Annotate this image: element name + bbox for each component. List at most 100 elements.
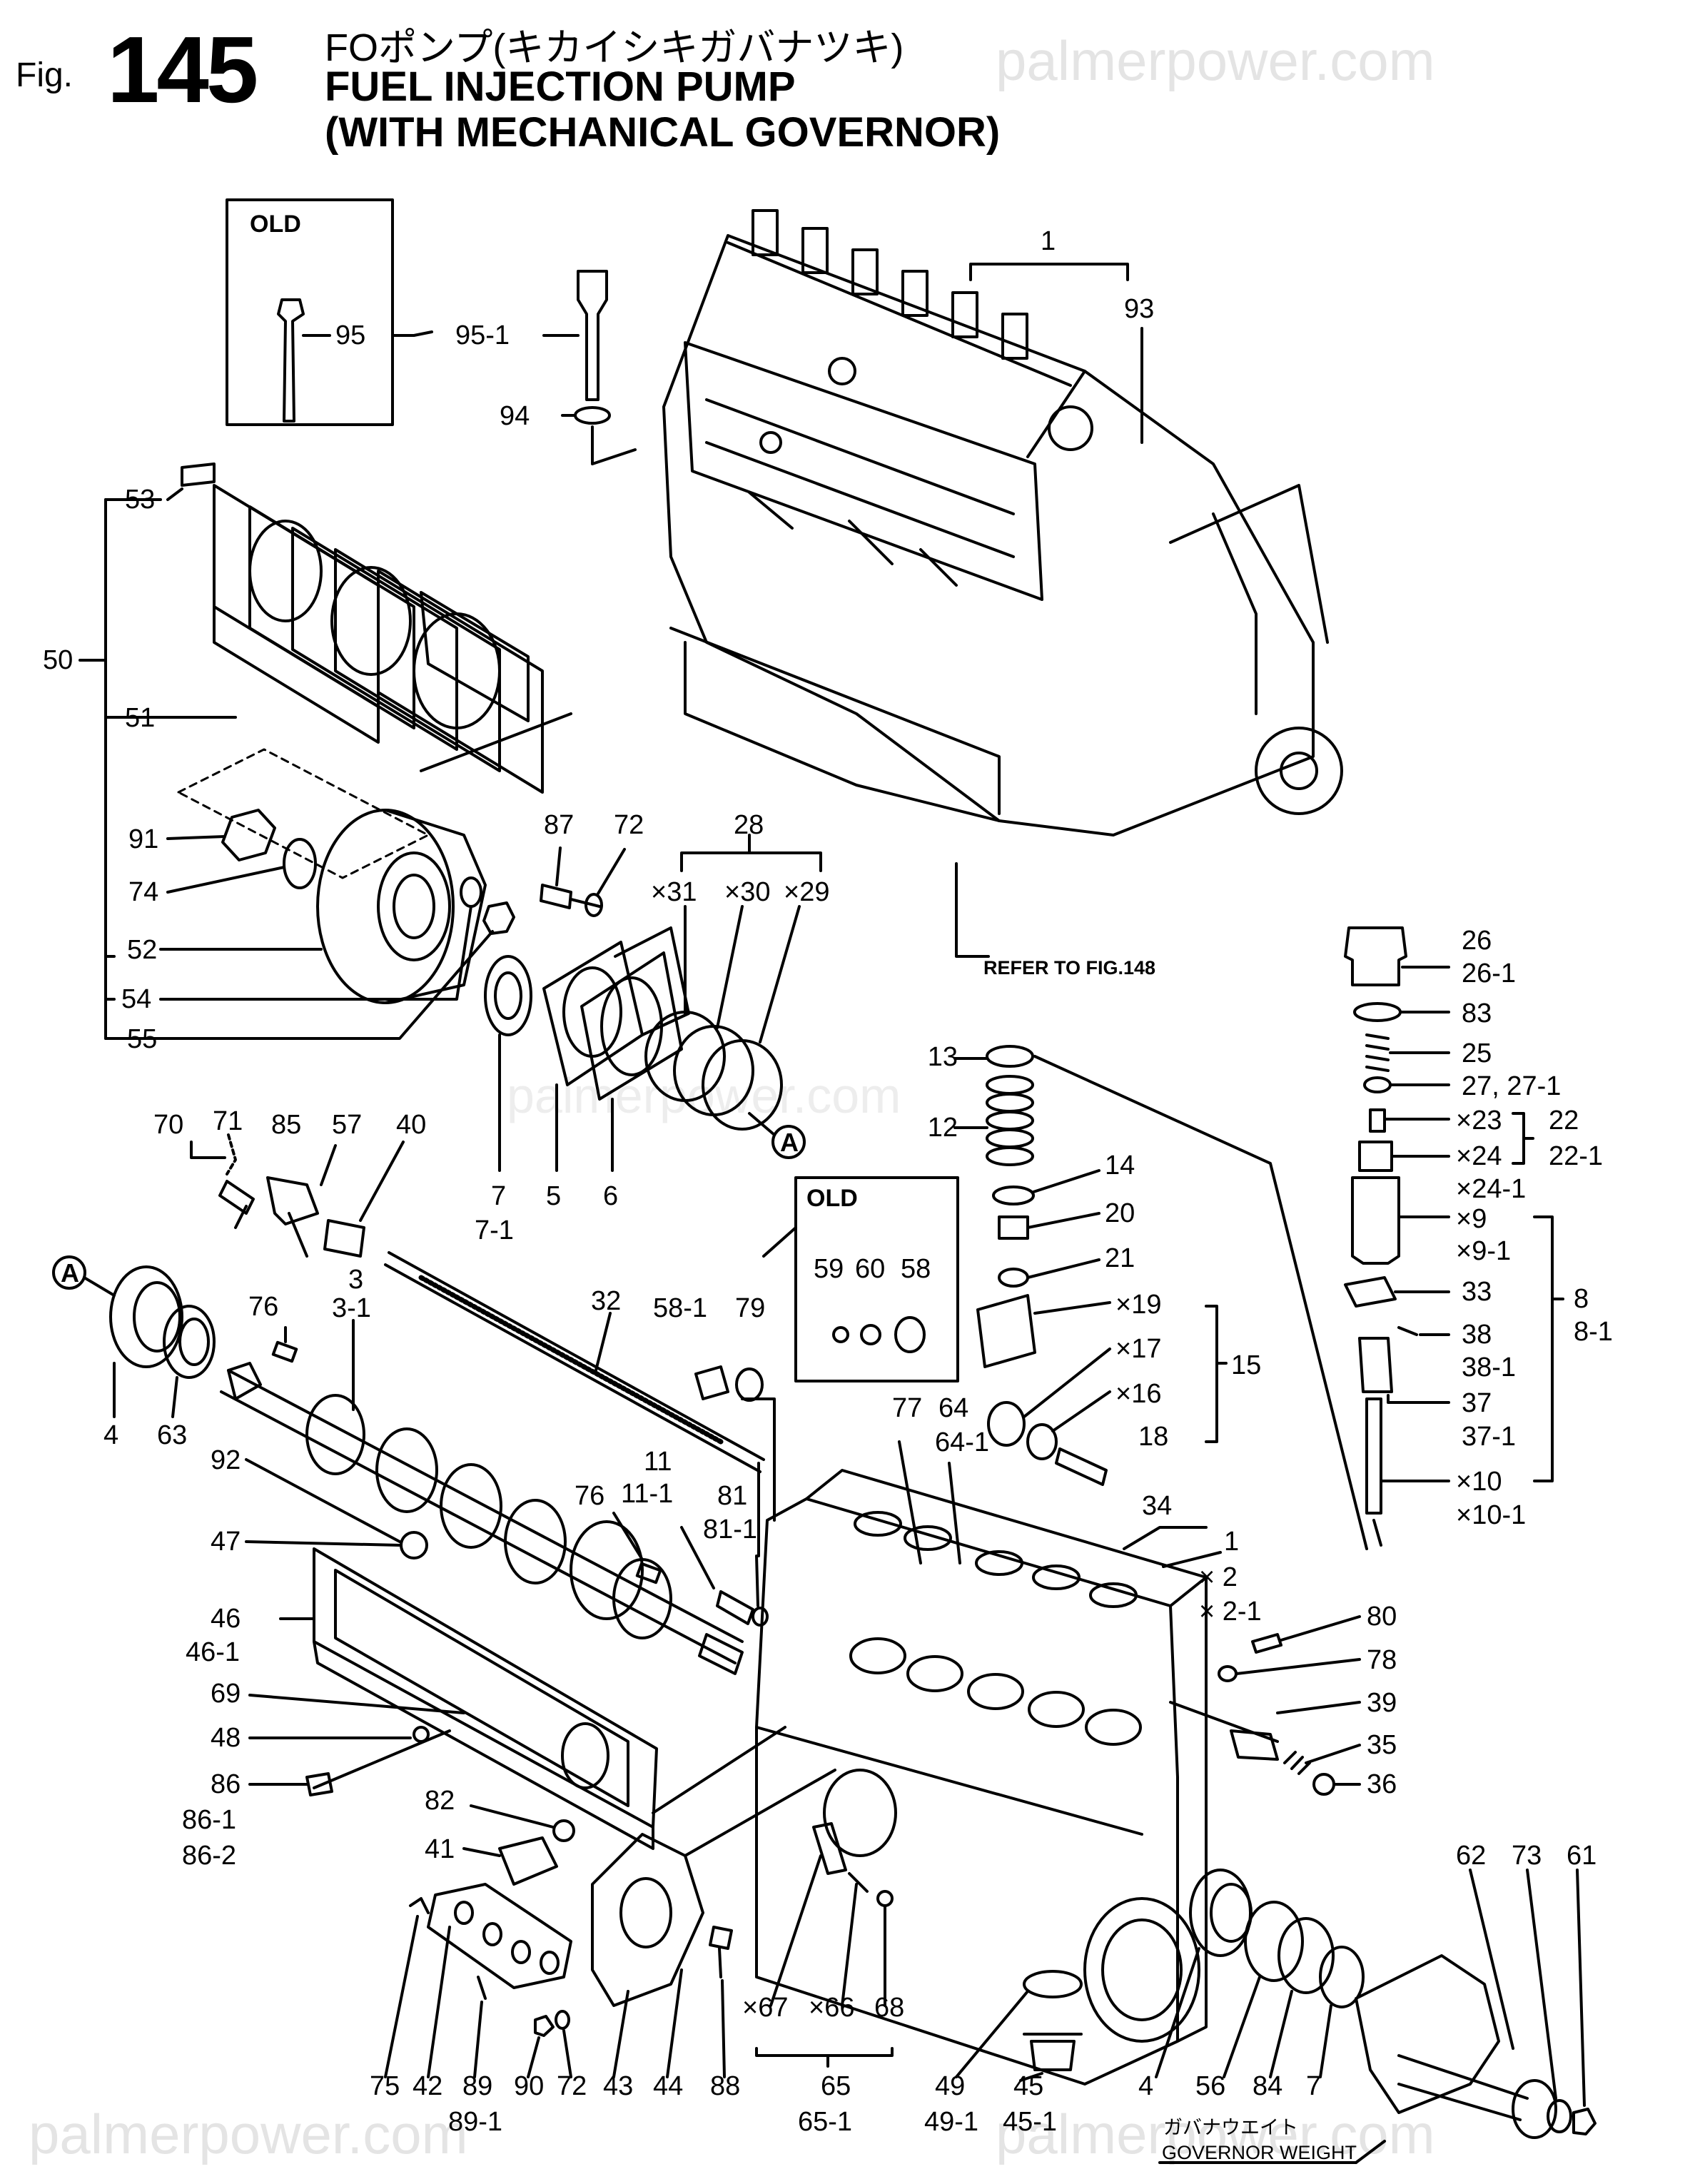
pin-71 (226, 1133, 237, 1176)
plug-58-1 (694, 1365, 729, 1400)
callout-67: ×67 (742, 1993, 788, 2023)
bushing-16 (1026, 1423, 1058, 1460)
washer-54 (460, 876, 482, 908)
leader-88 (721, 1979, 726, 2078)
dashed-guide (177, 748, 430, 879)
leader-72b (562, 2029, 572, 2078)
callout-20: 20 (1105, 1198, 1135, 1228)
part-56 (1244, 1901, 1304, 1982)
plug-45 (1023, 2033, 1083, 2071)
callout-31: ×31 (651, 877, 697, 907)
callout-89: 89 (462, 2071, 492, 2101)
callout-58: 58 (901, 1254, 931, 1284)
callout-80: 80 (1367, 1602, 1397, 1632)
shim-29 (702, 1039, 783, 1131)
callout-22-1: 22-1 (1549, 1141, 1603, 1171)
leader-1-mid (1162, 1551, 1222, 1568)
callout-26: 26 (1462, 926, 1492, 956)
leader-17 (1023, 1348, 1111, 1418)
callout-46: 46 (211, 1604, 241, 1634)
callout-86: 86 (211, 1769, 241, 1799)
leader-10-end (1372, 1519, 1382, 1547)
leader-45 (1019, 2072, 1043, 2082)
screw-80 (1251, 1633, 1282, 1654)
washer-73 (1547, 2099, 1572, 2133)
callout-25: 25 (1462, 1038, 1492, 1068)
callout-72-bottom: 72 (557, 2071, 587, 2101)
callout-81-1: 81-1 (703, 1515, 757, 1545)
shim-stack-51 (213, 484, 572, 794)
bracket-8 (1533, 1215, 1564, 1482)
callout-39: 39 (1367, 1688, 1397, 1718)
leader-57 (320, 1144, 337, 1186)
callout-60: 60 (855, 1254, 885, 1284)
gasket-6 (580, 951, 683, 1101)
title-japanese: FOポンプ(キカイシキガバナツキ) (325, 26, 904, 69)
leader-54 (159, 905, 472, 1001)
callout-56: 56 (1195, 2071, 1225, 2101)
control-sleeve-37 (1358, 1337, 1393, 1393)
bracket-15 (1205, 1305, 1228, 1443)
leader-90 (527, 2036, 540, 2078)
leader-43 (612, 1990, 629, 2078)
screw-11 (716, 1590, 754, 1625)
leader-92 (245, 1458, 401, 1543)
leader-89 (473, 2001, 483, 2078)
callout-27: 27, 27-1 (1462, 1071, 1561, 1101)
leader-82 (470, 1804, 555, 1829)
callout-49: 49 (935, 2071, 965, 2101)
leader-91 (166, 835, 226, 840)
callout-36: 36 (1367, 1769, 1397, 1799)
callout-88: 88 (710, 2071, 740, 2101)
callout-23: ×23 (1456, 1106, 1502, 1136)
leader-old-box-middle (762, 1226, 797, 1258)
plug-39 (1230, 1729, 1279, 1761)
washer-79 (735, 1367, 764, 1402)
callout-3-1: 3-1 (332, 1293, 371, 1323)
callout-93: 93 (1124, 294, 1154, 324)
leader-67-66-68 (769, 1854, 886, 2007)
old-box-middle (794, 1176, 959, 1382)
side-cover-46 (313, 1547, 658, 1850)
leader-21 (1026, 1258, 1100, 1279)
leader-53 (166, 487, 183, 501)
callout-76-left: 76 (248, 1292, 278, 1322)
callout-63: 63 (157, 1420, 187, 1450)
screw-85 (218, 1180, 255, 1215)
callout-48: 48 (211, 1723, 241, 1753)
leader-14 (1032, 1169, 1100, 1193)
callout-73: 73 (1512, 1841, 1542, 1871)
leader-63 (171, 1376, 178, 1418)
washer-74 (283, 838, 317, 889)
leader-85 (234, 1205, 248, 1229)
o-ring-83 (1353, 1002, 1402, 1022)
callout-43: 43 (603, 2071, 633, 2101)
nut-90 (534, 2015, 555, 2037)
bracket-65 (755, 2047, 894, 2068)
valve-23 (1369, 1108, 1386, 1133)
callout-22: 22 (1549, 1106, 1579, 1136)
callout-81: 81 (717, 1481, 747, 1511)
callout-1-mid: 1 (1224, 1527, 1239, 1557)
leader-39-b (1276, 1701, 1361, 1714)
callout-4-right: 4 (1138, 2071, 1153, 2101)
nut-91 (221, 809, 276, 861)
leader-marker-a (83, 1276, 116, 1297)
refer-to-fig-148: REFER TO FIG.148 (983, 957, 1155, 979)
callout-41: 41 (425, 1834, 455, 1864)
callout-82: 82 (425, 1786, 455, 1816)
title-line-2: (WITH MECHANICAL GOVERNOR) (325, 109, 1001, 156)
leader-78 (1235, 1658, 1361, 1675)
leader-16 (1051, 1390, 1111, 1432)
part-57 (266, 1176, 319, 1225)
callout-45-1: 45-1 (1003, 2107, 1057, 2137)
spring-35 (1283, 1751, 1311, 1775)
callout-5: 5 (546, 1181, 561, 1211)
leader-19 (1033, 1301, 1111, 1315)
callout-72-top: 72 (614, 810, 644, 840)
bolt-95-1 (577, 270, 608, 401)
leader-7-right (1319, 2004, 1332, 2078)
valve-seat-24 (1358, 1141, 1393, 1172)
leader-72 (597, 848, 626, 895)
